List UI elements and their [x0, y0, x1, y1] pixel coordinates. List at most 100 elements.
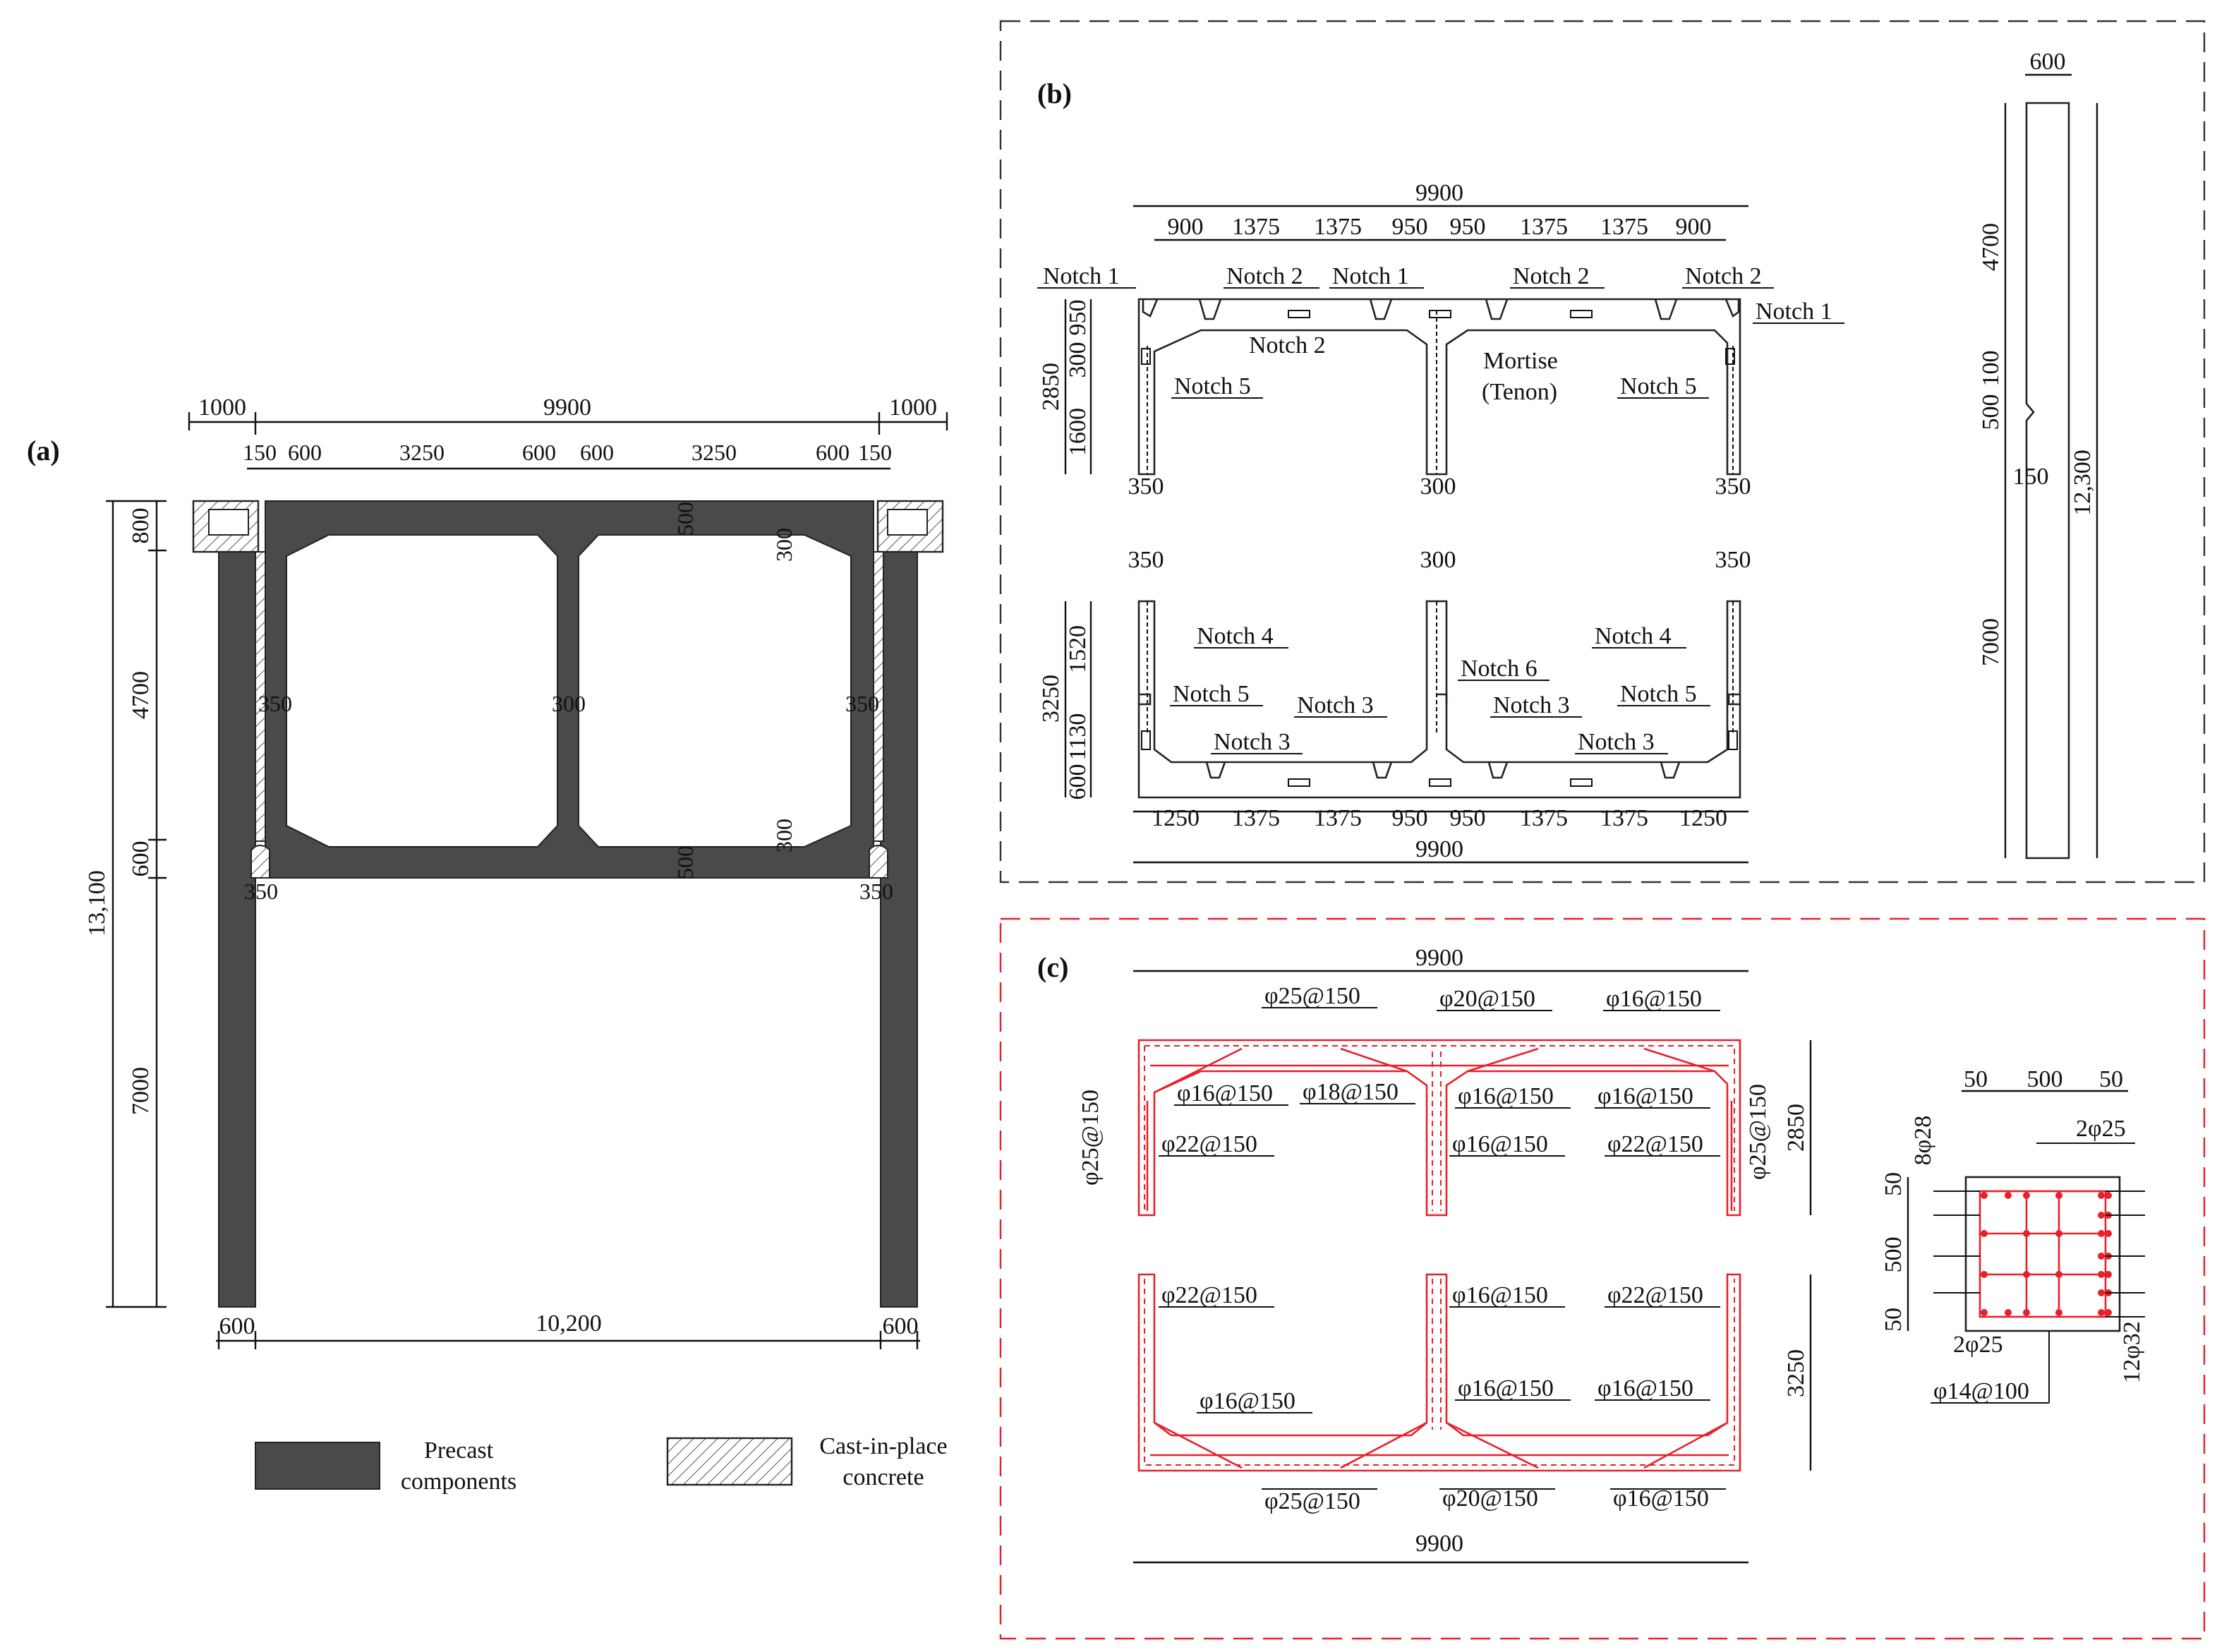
dim-a-wall-left: 350 [258, 691, 292, 716]
legend-cast-line1: Cast-in-place [819, 1433, 947, 1459]
rebar-top-1: φ25@150 [1264, 983, 1360, 1009]
dim-b-bot-height: 3250 [1038, 675, 1064, 723]
panel-c-label: (c) [1037, 951, 1068, 983]
dim-b-bot-wall-2: 350 [1715, 547, 1751, 573]
dim-b-bseg-6: 1375 [1600, 805, 1648, 831]
dim-b-bseg-4: 950 [1450, 805, 1486, 831]
dim-a-top-right: 1000 [889, 394, 937, 421]
dim-b-col-0: 4700 [1978, 223, 2004, 271]
dim-a-left-2: 600 [128, 841, 154, 877]
dim-b-bseg-7: 1250 [1679, 805, 1727, 831]
dim-b-bseg-5: 1375 [1520, 805, 1568, 831]
dim-b-col-width: 600 [2030, 49, 2066, 75]
panel-b-frame [999, 20, 2206, 884]
dim-b-seg-5: 1375 [1520, 214, 1568, 240]
panel-b-top-segments: 900 1375 1375 950 950 1375 1375 900 [1168, 214, 1712, 240]
dim-c-top-total: 9900 [1415, 945, 1463, 971]
right-column [880, 550, 918, 1308]
dim-b-top-left-0: 950 [1065, 300, 1091, 336]
dim-b-top-left-1: 300 [1065, 342, 1091, 378]
col-stirrup-label: φ14@100 [1933, 1378, 2029, 1404]
dim-a-joint-left: 350 [244, 879, 278, 904]
dim-a-slab-bot: 500 [672, 845, 698, 879]
rebar-top-10: φ16@150 [1452, 1131, 1548, 1157]
dim-a-slab-top: 500 [672, 502, 698, 536]
dim-b-top-height: 2850 [1038, 363, 1064, 411]
dim-b-seg-0: 900 [1168, 214, 1204, 240]
column-cross-section: 50 500 50 [1880, 1066, 2145, 1404]
col-bars-mid: 2φ25 [2076, 1116, 2126, 1142]
dim-b-top-wall-0: 350 [1128, 474, 1164, 500]
rebar-top-2: φ20@150 [1439, 986, 1535, 1012]
label-mortise: Mortise [1483, 348, 1558, 374]
dim-a-sub-4: 600 [580, 440, 614, 465]
dim-b-seg-2: 1375 [1314, 214, 1362, 240]
dim-a-haunch-bot: 300 [771, 819, 797, 852]
dim-b-col-total: 12,300 [2070, 450, 2096, 516]
dim-b-bseg-3: 950 [1392, 805, 1428, 831]
bottom-notches [1139, 693, 1740, 787]
label-tenon: (Tenon) [1482, 379, 1557, 405]
bottom-segment-outline [1137, 600, 1741, 799]
top-notch-labels: Notch 1 Notch 2 Notch 1 Notch 2 Notch 2 … [1037, 263, 1844, 405]
panel-b-bottom-segments: 1250 1375 1375 950 950 1375 1375 1250 [1152, 805, 1727, 831]
panel-a-sub-dimensions: 150 600 3250 600 600 3250 600 150 [243, 440, 892, 470]
dim-b-top-total: 9900 [1415, 180, 1463, 206]
dim-a-sub-5: 3250 [691, 440, 737, 465]
dim-b-bseg-2: 1375 [1314, 805, 1362, 831]
dim-b-col-inner: 150 [2013, 464, 2049, 490]
label-notch1-left: Notch 1 [1043, 263, 1120, 289]
rebar-top-3: φ16@150 [1606, 986, 1702, 1012]
rebar-bot-7: φ25@150 [1264, 1488, 1360, 1514]
legend-cast-swatch [666, 1437, 793, 1486]
dim-c-bot-height: 3250 [1783, 1349, 1809, 1397]
column-outline [2025, 102, 2070, 860]
legend: Precast components Cast-in-place concret… [255, 1433, 948, 1495]
label-notch5-right: Notch 5 [1620, 373, 1697, 399]
left-wall-joint [255, 551, 266, 842]
rebar-top-6: φ16@150 [1458, 1083, 1554, 1109]
label-notch2-d: Notch 2 [1249, 332, 1326, 358]
dim-a-wall-right: 350 [845, 691, 879, 716]
panel-b-label: (b) [1037, 78, 1072, 109]
bottom-notch-labels: Notch 4 Notch 5 Notch 3 Notch 6 Notch 3 … [1170, 623, 1710, 755]
dim-a-bot-mid: 10,200 [536, 1310, 602, 1337]
rebar-bot-3: φ22@150 [1607, 1282, 1703, 1308]
dim-b-bseg-0: 1250 [1152, 805, 1200, 831]
col-bars-side: 12φ32 [2119, 1321, 2145, 1383]
dim-b-bot-wall-0: 350 [1128, 547, 1164, 573]
dim-a-total-height: 13,100 [84, 870, 110, 936]
label-notch5-left: Notch 5 [1174, 373, 1251, 399]
dim-b-bot-left-0: 1520 [1065, 625, 1091, 673]
dim-b-bot-left-1: 1130 [1065, 713, 1091, 761]
col-bars-low: 2φ25 [1953, 1332, 2003, 1358]
label-notch1-mid: Notch 1 [1332, 263, 1409, 289]
dim-c-col-top-0: 50 [1964, 1066, 1988, 1092]
dim-a-wall-mid: 300 [552, 691, 586, 716]
dim-a-left-0: 800 [128, 508, 154, 544]
rebar-top-9: φ22@150 [1161, 1131, 1257, 1157]
panel-a-left-dimensions: 800 4700 600 7000 13,100 [84, 500, 167, 1308]
dim-a-sub-1: 600 [288, 440, 322, 465]
dim-b-bot-left-2: 600 [1065, 764, 1091, 800]
dim-a-left-3: 7000 [128, 1067, 154, 1115]
dim-b-seg-6: 1375 [1600, 214, 1648, 240]
legend-precast-line1: Precast [424, 1437, 494, 1464]
panel-b: (b) 9900 900 1375 1375 950 950 1375 1375… [999, 20, 2206, 884]
panel-a-bottom-dimensions: 600 10,200 600 [216, 1310, 920, 1349]
right-wall-joint [873, 551, 884, 842]
dim-a-sub-7: 150 [858, 440, 892, 465]
panel-a-top-dimensions: 1000 9900 1000 [188, 394, 948, 435]
dim-a-sub-0: 150 [243, 440, 277, 465]
dim-a-bot-right: 600 [883, 1313, 919, 1339]
right-base-joint [869, 845, 888, 879]
dim-c-col-left-0: 50 [1880, 1172, 1907, 1196]
rebar-top-12: φ25@150 [1745, 1084, 1771, 1180]
rebar-top-8: φ25@150 [1077, 1090, 1104, 1186]
bottom-rebar-labels: φ22@150 φ16@150 φ22@150 φ16@150 φ16@150 … [1159, 1282, 1726, 1514]
legend-precast-line2: components [401, 1469, 517, 1495]
label-notch4-left: Notch 4 [1197, 623, 1274, 649]
dim-b-seg-1: 1375 [1232, 214, 1280, 240]
dim-b-seg-3: 950 [1392, 214, 1428, 240]
